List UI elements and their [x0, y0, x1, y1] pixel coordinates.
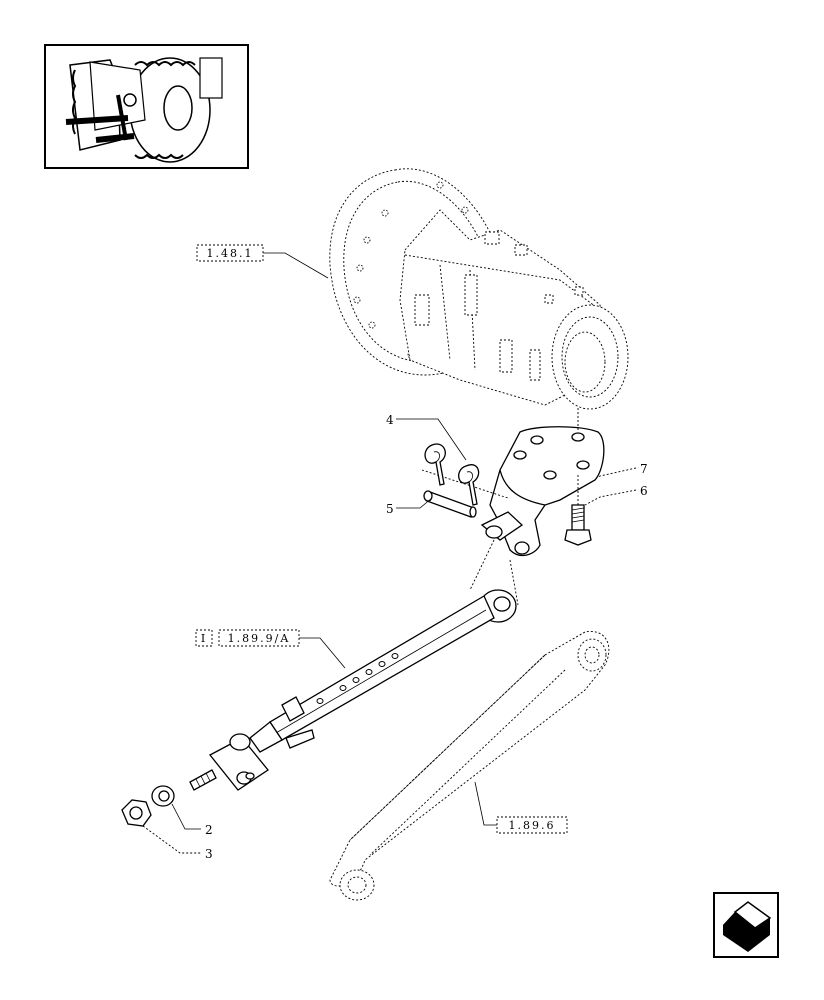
- callout-4: 4: [386, 413, 394, 427]
- svg-text:I: I: [201, 632, 207, 645]
- ref-box-gearbox[interactable]: 1.48.1: [196, 244, 264, 262]
- svg-text:1.48.1: 1.48.1: [207, 247, 254, 260]
- ref-box-lower-arm[interactable]: 1.89.6: [496, 816, 568, 834]
- nut-part-3: [121, 799, 152, 827]
- next-page-arrow-icon[interactable]: [713, 892, 779, 958]
- pin-part-5: [423, 490, 477, 518]
- callout-7: 7: [640, 462, 648, 476]
- callout-2: 2: [205, 823, 213, 837]
- bolt-part-6: [564, 504, 592, 546]
- tractor-thumbnail-icon: [44, 44, 249, 169]
- callout-6: 6: [640, 484, 648, 498]
- clip-part-4: [424, 443, 480, 506]
- lower-lift-arm: [329, 631, 610, 901]
- bracket-part-7: [480, 426, 605, 557]
- callout-5: 5: [386, 502, 394, 516]
- svg-text:1.89.6: 1.89.6: [509, 819, 556, 832]
- gearbox-housing: [329, 168, 629, 410]
- top-link-assembly: [189, 589, 517, 791]
- callout-3: 3: [205, 847, 213, 861]
- svg-text:1.89.9/A: 1.89.9/A: [228, 632, 291, 645]
- ref-box-top-link[interactable]: I 1.89.9/A: [195, 629, 300, 647]
- washer-part-2: [151, 785, 175, 807]
